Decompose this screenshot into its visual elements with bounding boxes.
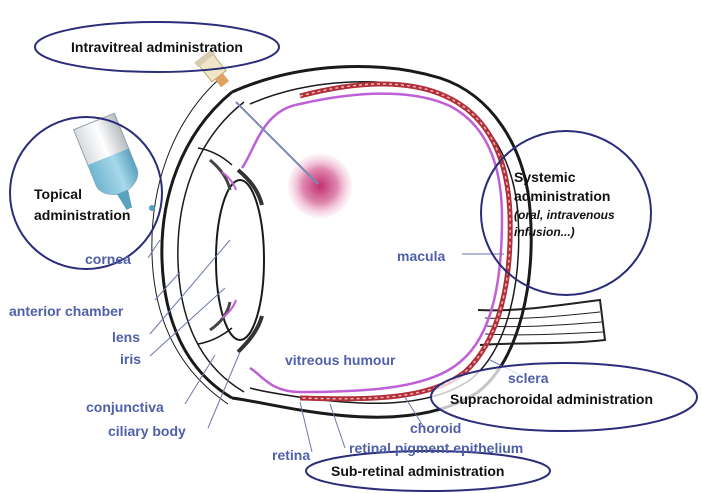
iris-label: iris (120, 351, 141, 367)
retinal-pigment-epithelium-label: retinal pigment epithelium (349, 440, 523, 456)
topical-label-line2: administration (34, 207, 130, 223)
systemic-note-line1: (oral, intravenous (514, 208, 615, 222)
ciliary-body-label: ciliary body (108, 423, 186, 439)
anterior-chamber-label: anterior chamber (9, 303, 124, 319)
conjunctiva-label: conjunctiva (86, 399, 164, 415)
anterior-segment (152, 80, 264, 404)
vitreous-humour-label: vitreous humour (285, 352, 396, 368)
choroid-label: choroid (410, 420, 461, 436)
macula-label: macula (397, 248, 445, 264)
intravitreal-label: Intravitreal administration (71, 39, 243, 55)
subretinal-label: Sub-retinal administration (331, 463, 504, 479)
systemic-label-line2: administration (514, 188, 610, 204)
retina-label: retina (272, 447, 310, 463)
topical-label-line1: Topical (34, 186, 82, 202)
systemic-note-line2: infusion...) (514, 225, 575, 239)
suprachoroidal-label: Suprachoroidal administration (450, 391, 653, 407)
cornea-label: cornea (85, 251, 131, 267)
retina-layer (242, 94, 502, 392)
eye-drop-bottle-icon (74, 113, 150, 217)
systemic-label-line1: Systemic (514, 169, 576, 185)
sclera-label: sclera (508, 370, 549, 386)
lens-label: lens (112, 329, 140, 345)
